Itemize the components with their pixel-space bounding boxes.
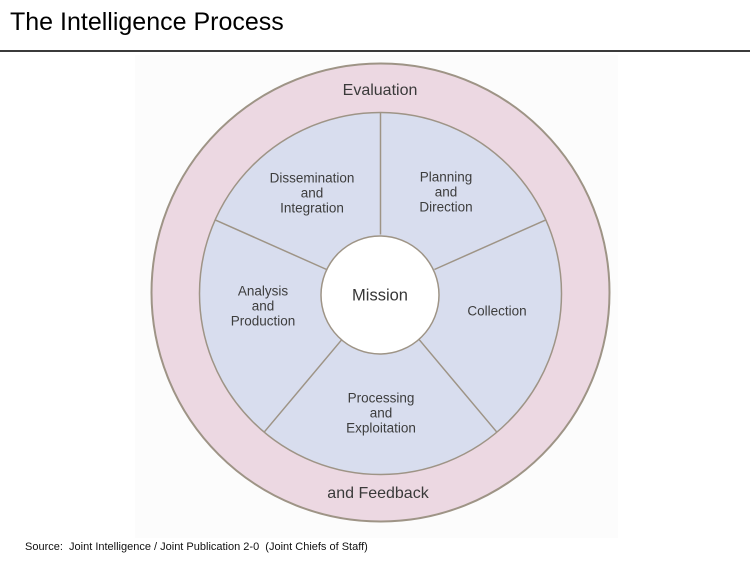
divider-upper-right	[434, 219, 547, 271]
divider-upper-left	[214, 219, 327, 271]
page-title: The Intelligence Process	[10, 8, 284, 36]
outer-ring-top-label: Evaluation	[342, 82, 418, 99]
source-citation: Source: Joint Intelligence / Joint Publi…	[25, 541, 368, 553]
divider-lower-right	[417, 338, 498, 433]
divider-lower-left	[263, 338, 344, 433]
title-underline	[0, 50, 750, 52]
segment-label-planning-and-direction: Planning and Direction	[419, 169, 473, 215]
segment-label-processing-and-exploitation: Processing and Exploitation	[346, 390, 416, 436]
mission-circle	[320, 235, 440, 355]
segment-label-dissemination-and-integration: Dissemination and Integration	[269, 170, 355, 216]
segment-label-collection: Collection	[467, 303, 527, 319]
mission-center-label: Mission	[352, 286, 408, 305]
segment-label-analysis-and-production: Analysis and Production	[230, 283, 296, 329]
outer-ring-bottom-label: and Feedback	[327, 485, 429, 502]
